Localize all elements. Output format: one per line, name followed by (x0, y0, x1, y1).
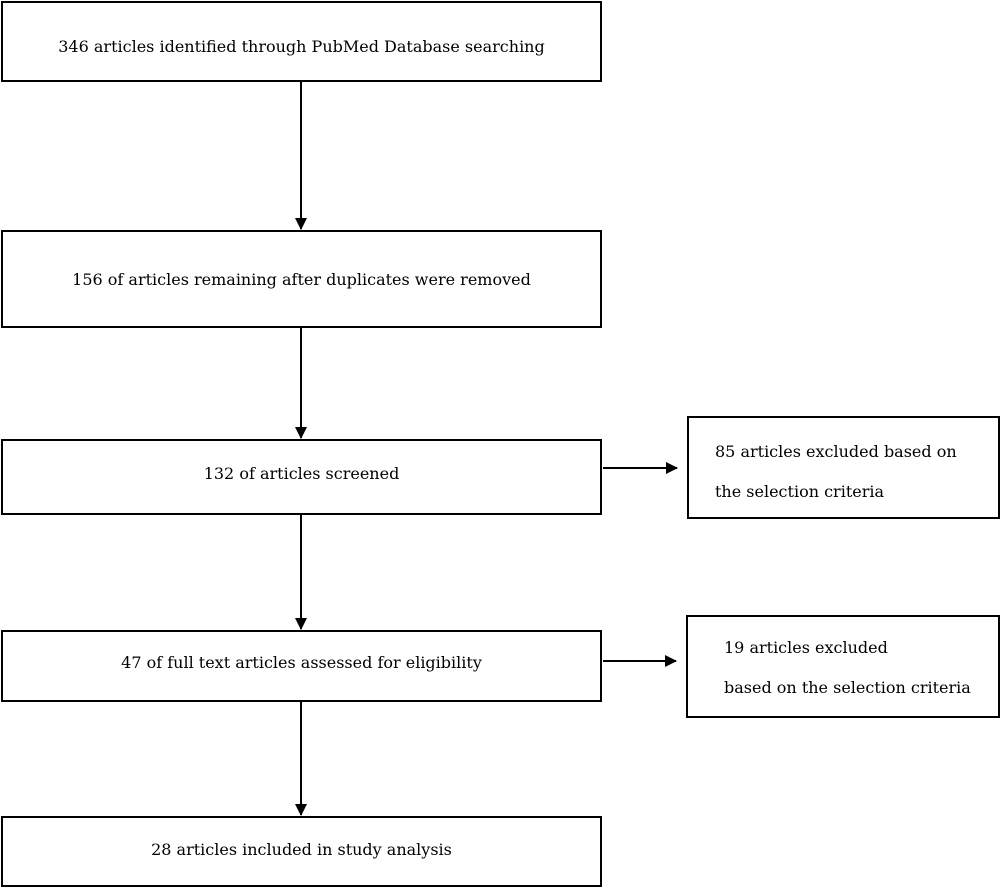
screened-text: 132 of articles screened (203, 464, 400, 483)
identified-box: 346 articles identified through PubMed D… (1, 1, 602, 82)
eligibility-exclusion-line1: 19 articles excluded (724, 638, 888, 657)
identified-text: 346 articles identified through PubMed D… (58, 37, 545, 56)
eligibility-exclusion-box: 19 articles excluded based on the select… (686, 615, 1000, 718)
eligibility-exclusion-line2: based on the selection criteria (724, 678, 971, 697)
deduplicated-text: 156 of articles remaining after duplicat… (72, 270, 531, 289)
screening-exclusion-line2: the selection criteria (715, 482, 885, 501)
screened-box: 132 of articles screened (1, 439, 602, 515)
screening-exclusion-line1: 85 articles excluded based on (715, 442, 957, 461)
fulltext-box: 47 of full text articles assessed for el… (1, 630, 602, 702)
included-text: 28 articles included in study analysis (151, 840, 452, 859)
screening-exclusion-box: 85 articles excluded based on the select… (687, 416, 1000, 519)
deduplicated-box: 156 of articles remaining after duplicat… (1, 230, 602, 328)
included-box: 28 articles included in study analysis (1, 816, 602, 887)
fulltext-text: 47 of full text articles assessed for el… (121, 653, 482, 672)
